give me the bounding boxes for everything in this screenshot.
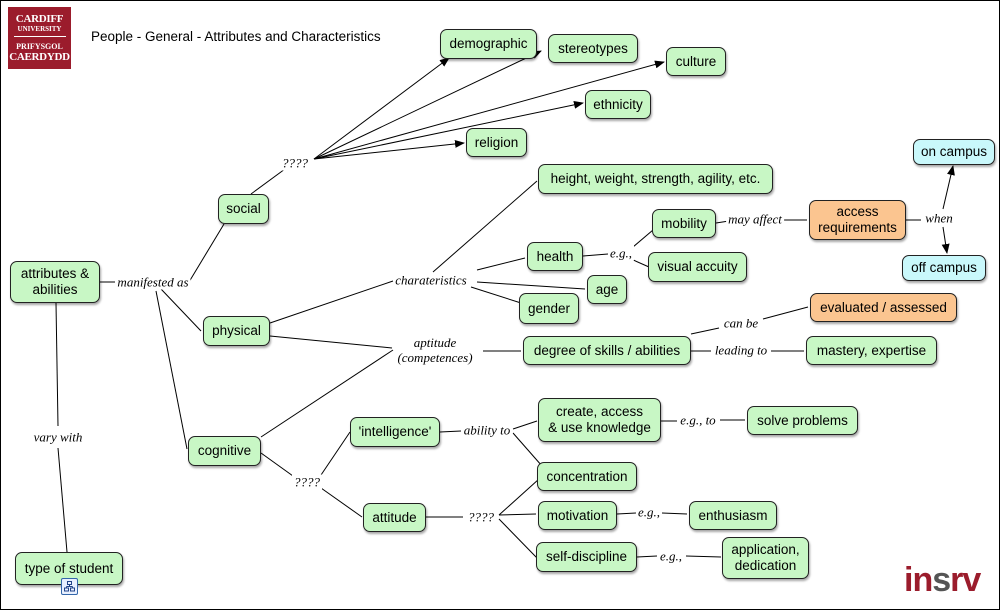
connector-arrow — [313, 60, 665, 160]
insrv-logo-part-3: rv — [950, 561, 981, 599]
connector-line — [476, 257, 526, 271]
concept-religion[interactable]: religion — [466, 128, 527, 157]
connector-line — [160, 288, 202, 332]
link-label-cognitive-unknown: ???? — [292, 474, 322, 490]
link-label-social-unknown: ???? — [280, 155, 310, 171]
concept-self-discipline[interactable]: self-discipline — [536, 542, 637, 572]
concept-on-campus[interactable]: on campus — [913, 139, 995, 165]
concept-social[interactable]: social — [218, 194, 269, 224]
concept-enthusiasm[interactable]: enthusiasm — [689, 501, 777, 530]
concept-application-dedication[interactable]: application, dedication — [722, 537, 809, 579]
concept-mastery-expertise[interactable]: mastery, expertise — [806, 336, 937, 365]
concept-create-access-use-knowledge[interactable]: create, access & use knowledge — [538, 398, 661, 442]
connector-line — [498, 518, 538, 559]
concept-access-requirements[interactable]: access requirements — [809, 200, 906, 240]
connector-line — [57, 447, 68, 553]
connector-arrow — [313, 57, 450, 160]
connector-line — [55, 302, 59, 427]
connector-line — [269, 335, 393, 349]
concept-health[interactable]: health — [527, 242, 583, 271]
connector-line — [260, 452, 294, 477]
link-label-may-affect: may affect — [726, 211, 784, 227]
logo-line-4: CAERDYDD — [9, 51, 70, 63]
link-label-attitude-unknown: ???? — [466, 509, 496, 525]
concept-evaluated-assessed[interactable]: evaluated / assessed — [810, 293, 957, 322]
connector-line — [512, 420, 538, 430]
link-label-eg-to: e.g., to — [678, 412, 718, 428]
concept-attitude[interactable]: attitude — [363, 503, 426, 532]
model-link-icon[interactable] — [61, 578, 78, 595]
concept-culture[interactable]: culture — [666, 47, 726, 76]
connector-line — [470, 286, 522, 304]
link-label-can-be: can be — [721, 315, 761, 331]
connector-line — [685, 555, 722, 558]
hierarchy-icon — [64, 581, 75, 592]
link-label-leading-to: leading to — [712, 342, 770, 358]
connector-line — [690, 327, 720, 335]
connector-line — [260, 349, 394, 438]
link-label-eg-motivation: e.g., — [635, 504, 663, 520]
university-logo: CARDIFF UNIVERSITY PRIFYSGOL CAERDYDD — [8, 7, 71, 69]
concept-solve-problems[interactable]: solve problems — [747, 406, 858, 435]
connector-arrow — [313, 50, 542, 160]
concept-cognitive[interactable]: cognitive — [188, 436, 261, 466]
logo-line-2: UNIVERSITY — [17, 25, 62, 33]
link-label-eg-health: e.g., — [607, 245, 635, 261]
logo-line-3: PRIFYSGOL — [16, 42, 63, 51]
concept-demographic[interactable]: demographic — [440, 29, 537, 59]
connector-line — [320, 487, 363, 518]
link-label-when: when — [923, 210, 955, 226]
concept-off-campus[interactable]: off campus — [902, 255, 986, 281]
concept-visual-accuity[interactable]: visual accuity — [648, 252, 747, 282]
concept-concentration[interactable]: concentration — [537, 462, 637, 491]
connector-line — [320, 431, 351, 476]
link-label-vary-with: vary with — [31, 429, 85, 445]
concept-motivation[interactable]: motivation — [538, 501, 617, 530]
insrv-logo: insrv — [904, 561, 981, 600]
connector-arrow — [313, 139, 465, 160]
connector-line — [188, 223, 225, 283]
logo-divider — [13, 36, 66, 37]
connector-line — [269, 280, 394, 324]
concept-attributes-abilities[interactable]: attributes & abilities — [10, 261, 100, 303]
map-title: People - General - Attributes and Charac… — [91, 29, 381, 44]
connector-line — [250, 168, 286, 195]
connector-line — [498, 513, 537, 516]
connector-line — [616, 512, 637, 515]
insrv-logo-part-2: s — [932, 561, 951, 599]
connector-line — [582, 253, 609, 257]
concept-physical[interactable]: physical — [203, 316, 270, 346]
link-label-eg-self-discipline: e.g., — [657, 548, 685, 564]
concept-age[interactable]: age — [587, 275, 627, 304]
connector-line — [439, 430, 462, 433]
connector-line — [632, 229, 654, 248]
connector-line — [432, 180, 538, 273]
connector-line — [512, 432, 543, 467]
connector-line — [476, 281, 586, 290]
link-label-charateristics: charateristics — [393, 272, 469, 288]
logo-line-1: CARDIFF — [15, 13, 64, 25]
concept-stereotypes[interactable]: stereotypes — [548, 34, 638, 63]
connector-arrow — [941, 226, 950, 254]
concept-mobility[interactable]: mobility — [652, 209, 716, 238]
connector-arrow — [313, 100, 584, 160]
connector-line — [762, 306, 809, 320]
concept-height-weight[interactable]: height, weight, strength, agility, etc. — [538, 164, 773, 194]
concept-gender[interactable]: gender — [519, 293, 579, 324]
concept-ethnicity[interactable]: ethnicity — [585, 90, 651, 119]
connector-line — [498, 478, 540, 516]
link-label-manifested-as: manifested as — [115, 274, 191, 290]
connector-arrow — [942, 165, 955, 210]
concept-degree-of-skills[interactable]: degree of skills / abilities — [523, 336, 691, 365]
insrv-logo-part-1: in — [904, 561, 933, 599]
connector-line — [155, 290, 188, 450]
concept-intelligence[interactable]: 'intelligence' — [350, 417, 440, 447]
link-label-aptitude: aptitude (competences) — [395, 335, 475, 365]
connector-line — [661, 512, 688, 515]
connector-line — [636, 555, 658, 558]
link-label-ability-to: ability to — [461, 422, 513, 438]
